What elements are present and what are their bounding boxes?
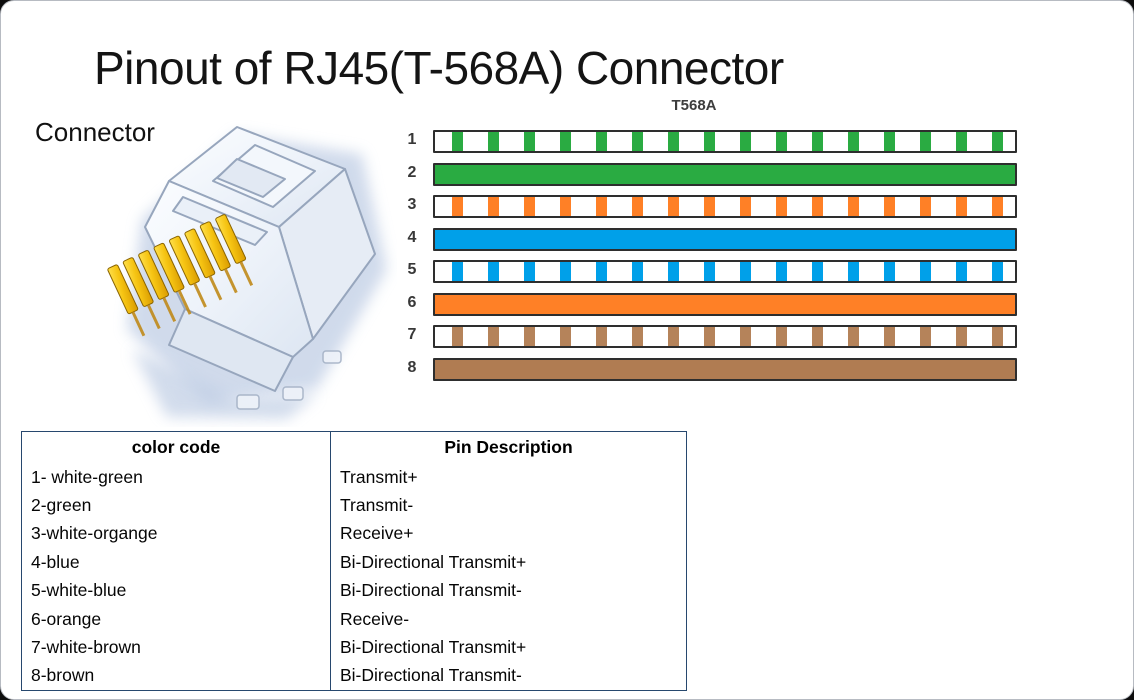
pin-number-label: 1 [407, 131, 417, 148]
pin-description-cell: Bi-Directional Transmit+ [340, 636, 527, 657]
pin-number-label: 3 [407, 196, 417, 213]
pin-number-label: 2 [407, 164, 417, 181]
color-code-cell: 2-green [31, 495, 92, 516]
pin-description-cell: Transmit- [340, 495, 414, 516]
color-code-column: color code 1- white-green 2-green 3-white-… [22, 432, 330, 690]
pin-number-label: 5 [407, 261, 417, 278]
pin-description-cell: Transmit+ [340, 466, 418, 487]
pin-description-table: color code 1- white-green 2-green 3-white-… [21, 431, 687, 691]
pin-number-label: 4 [407, 229, 417, 246]
color-code-cell: 1- white-green [31, 466, 143, 487]
connector-label: Connector [35, 117, 155, 147]
color-code-cell: 5-white-blue [31, 580, 127, 601]
color-code-cell: 4-blue [31, 551, 80, 572]
t568a-wire-diagram: T568A 1 2 3 4 5 6 7 8 [399, 95, 1029, 400]
wire-bar-solid [433, 293, 1017, 316]
pin-description-cell: Receive+ [340, 523, 414, 544]
pin-description-cell: Receive- [340, 608, 410, 629]
pin-description-column: Pin Description Transmit+ Transmit- Receiv… [330, 432, 686, 690]
pin-number-label: 7 [407, 326, 417, 343]
pin-description-cell: Bi-Directional Transmit- [340, 665, 522, 686]
wire-bar-solid [433, 358, 1017, 381]
wire-bar-solid [433, 228, 1017, 251]
wire-bar-striped [433, 195, 1017, 218]
wire-bar-striped [433, 130, 1017, 153]
color-code-header: color code [131, 437, 221, 457]
page-title: Pinout of RJ45(T-568A) Connector [94, 42, 784, 94]
color-code-cell: 8-brown [31, 665, 95, 686]
wire-bar-solid [433, 163, 1017, 186]
color-code-cell: 3-white-organge [31, 523, 158, 544]
pin-number-label: 6 [407, 294, 417, 311]
rj45-connector-image [107, 126, 387, 419]
pin-description-cell: Bi-Directional Transmit- [340, 580, 522, 601]
pin-description-header: Pin Description [444, 437, 573, 457]
color-code-cell: 6-orange [31, 608, 102, 629]
gold-pins [107, 214, 254, 337]
wire-bar-striped [433, 325, 1017, 348]
pin-number-label: 8 [407, 359, 417, 376]
color-code-cell: 7-white-brown [31, 636, 141, 657]
pin-description-cell: Bi-Directional Transmit+ [340, 551, 527, 572]
wire-bar-striped [433, 260, 1017, 283]
diagram-title: T568A [671, 97, 717, 114]
